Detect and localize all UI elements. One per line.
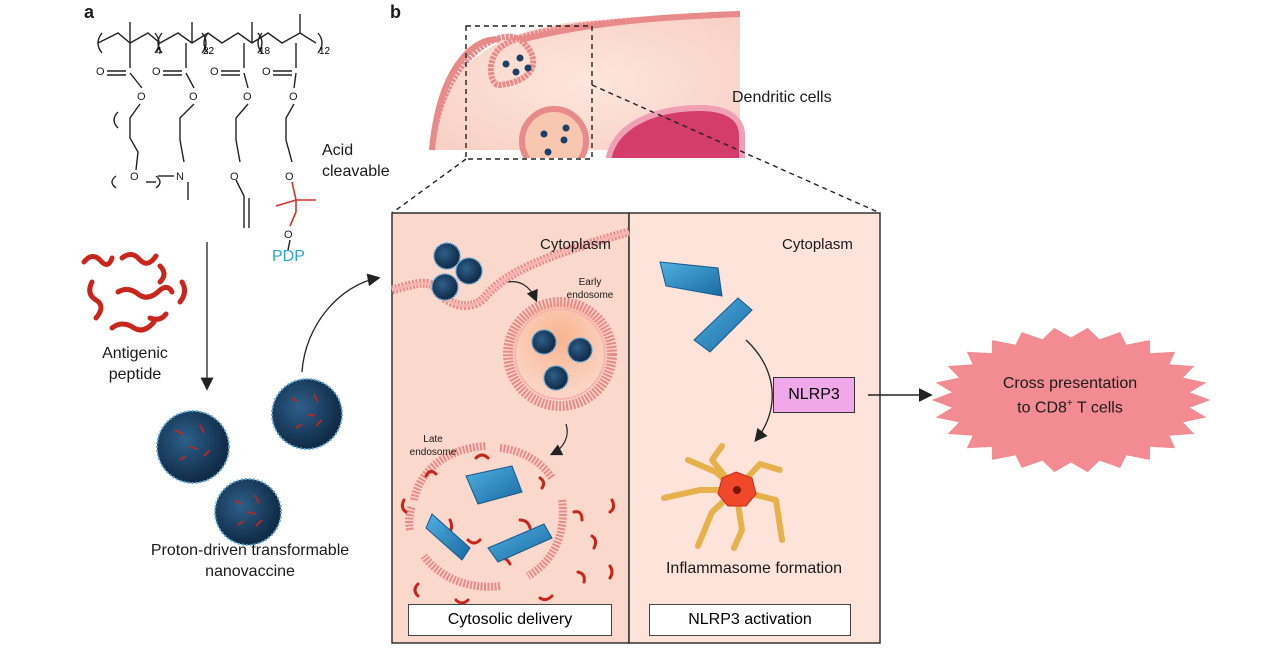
outcome-label-2-sup: + xyxy=(1066,398,1073,409)
nanovaccine-label-2: nanovaccine xyxy=(205,563,295,580)
outcome-burst xyxy=(931,327,1211,473)
atom-n: N xyxy=(176,171,184,183)
repeat-unit-4: 12 xyxy=(319,46,331,57)
antigenic-peptide-label-2: peptide xyxy=(108,366,162,383)
outcome-label: Cross presentation to CD8+ T cells xyxy=(985,374,1155,418)
acid-cleavable-linker xyxy=(275,181,316,227)
late-endosome xyxy=(405,442,567,591)
repeat-unit-1: 4 xyxy=(156,46,162,57)
nanovaccine-particles xyxy=(156,378,343,546)
atom-o: O xyxy=(230,171,239,183)
repeat-unit-3: 18 xyxy=(259,46,271,57)
atom-o: O xyxy=(289,91,298,103)
atom-o: O xyxy=(284,229,293,241)
panel-letter-b: b xyxy=(390,2,401,22)
pdp-label: PDP xyxy=(272,248,305,265)
cytoplasm-label-left: Cytoplasm xyxy=(540,236,611,253)
early-endosome-label-1: Early xyxy=(578,277,602,288)
nanovaccine-label-1: Proton-driven transformable xyxy=(150,542,350,559)
early-endosome-label: Early endosome xyxy=(560,276,620,302)
activation-arrow xyxy=(745,339,773,443)
nlrp3-box: NLRP3 xyxy=(773,377,855,413)
polymer-structure xyxy=(97,14,323,228)
acid-cleavable-label-2: cleavable xyxy=(322,163,390,180)
internalized-particles xyxy=(431,242,483,301)
acid-cleavable-label-1: Acid xyxy=(322,142,354,159)
nanosheets-left xyxy=(425,465,553,563)
late-endosome-label-1: Late xyxy=(423,434,443,445)
antigenic-peptide-label-1: Antigenic xyxy=(102,345,168,362)
outcome-label-2-prefix: to CD8 xyxy=(1017,399,1067,417)
atom-o: O xyxy=(285,171,294,183)
late-endosome-label: Late endosome xyxy=(408,433,458,459)
atom-o: O xyxy=(262,66,271,78)
panel-letter-a: a xyxy=(84,2,95,22)
atom-o: O xyxy=(130,171,139,183)
atom-o: O xyxy=(189,91,198,103)
curved-arrow-to-cell xyxy=(301,273,381,373)
pdp-bond xyxy=(287,239,291,251)
atom-o: O xyxy=(137,91,146,103)
late-endosome-label-2: endosome xyxy=(409,447,457,458)
cytosolic-delivery-box: Cytosolic delivery xyxy=(408,604,612,636)
atom-o: O xyxy=(152,66,161,78)
antigenic-peptides xyxy=(81,252,188,333)
dendritic-cell xyxy=(429,11,745,176)
atom-o: O xyxy=(210,66,219,78)
outcome-label-2-suffix: T cells xyxy=(1072,399,1123,417)
zoom-box xyxy=(465,25,593,160)
nlrp3-activation-box: NLRP3 activation xyxy=(649,604,851,636)
dendritic-cells-label: Dendritic cells xyxy=(732,89,832,106)
early-endosome xyxy=(503,297,617,411)
atom-o: O xyxy=(96,66,105,78)
repeat-unit-2: 22 xyxy=(203,46,215,57)
atom-o: O xyxy=(243,91,252,103)
inflammasome xyxy=(661,443,785,551)
nanosheets-right xyxy=(659,261,753,353)
released-peptides xyxy=(400,453,616,605)
early-endosome-label-2: endosome xyxy=(566,290,614,301)
inflammasome-label: Inflammasome formation xyxy=(665,560,843,577)
cytoplasm-label-right: Cytoplasm xyxy=(782,236,853,253)
outcome-label-1: Cross presentation xyxy=(1002,375,1138,392)
